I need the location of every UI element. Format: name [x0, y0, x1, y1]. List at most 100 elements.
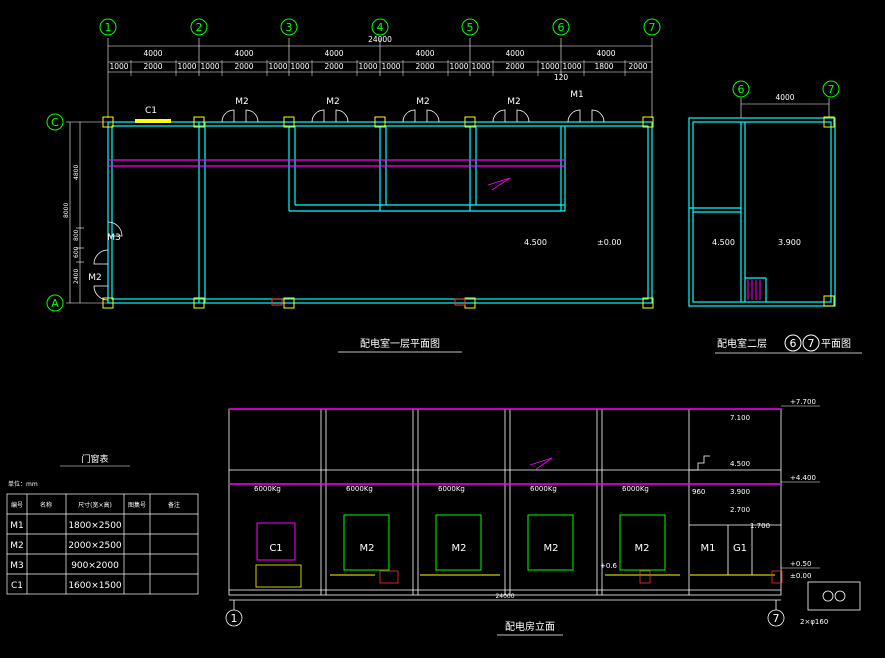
equipment-box [255, 564, 302, 588]
tag-c1: C1 [145, 106, 157, 116]
elev-axis-7: 7 [773, 612, 780, 625]
elev-e2: 7.100 [730, 414, 750, 422]
second-dim-lines [740, 98, 830, 118]
dim-left-total: 8000 [63, 203, 70, 218]
row-3-code: M3 [10, 561, 24, 571]
second-title-ax7: 7 [808, 337, 815, 350]
level-r1: 4.500 [712, 238, 735, 247]
elev-e4: +4.400 [790, 474, 816, 482]
dim-bay-5: 4000 [505, 49, 524, 58]
th-name: 名称 [40, 501, 52, 509]
elev-e7: 1.700 [750, 522, 770, 530]
dim-sub-2: 2000 [143, 62, 162, 71]
elev-m2-b: M2 [452, 543, 467, 554]
axis-7: 7 [649, 21, 656, 34]
table-unit: 单位：mm [8, 480, 38, 488]
elevation-axis-labels: 1 7 [231, 612, 780, 625]
cable-trench [108, 159, 565, 167]
elevation-frame [228, 408, 782, 601]
axis-1: 1 [105, 21, 112, 34]
elevation-mark [529, 457, 553, 471]
row-3-size: 900×2000 [71, 561, 119, 571]
ground-markers [379, 570, 783, 584]
elevation-roof [229, 408, 781, 485]
left-dimension-text: 4800 8000 800 600 2400 [63, 165, 80, 284]
level-r2: 3.900 [778, 238, 801, 247]
axis-3: 3 [286, 21, 293, 34]
elev-e3: 4.500 [730, 460, 750, 468]
second-title-post: 平面图 [821, 338, 851, 350]
row-4-code: C1 [11, 581, 23, 591]
dim-left-mid2: 600 [73, 246, 80, 258]
elev-axis-1: 1 [231, 612, 238, 625]
dim-left-mid1: 800 [73, 229, 80, 241]
plan-levels: 4.500 ±0.00 [524, 238, 622, 247]
second-axis-7: 7 [828, 83, 835, 96]
tag-m2-b: M2 [326, 97, 340, 107]
elev-e6: 2.700 [730, 506, 750, 514]
th-code: 编号 [11, 501, 23, 509]
second-axis-6: 6 [738, 83, 745, 96]
left-dimension [66, 121, 108, 304]
elevation: 1 7 24000 6000Kg 6000Kg 6000Kg 6000Kg 60… [225, 398, 861, 636]
axis-bubbles [46, 18, 661, 312]
dim-sub-1: 1000 [109, 62, 128, 71]
dim-sub-13: 1000 [471, 62, 490, 71]
first-floor-plan: 1 2 3 4 5 6 7 C A 24000 4000 4000 4000 4… [46, 18, 661, 353]
axis-5: 5 [467, 21, 474, 34]
elev-e11: +0.6 [600, 562, 618, 570]
second-columns [823, 116, 835, 307]
second-dim-bay: 4000 [775, 93, 794, 102]
elevation-axis-bubbles [225, 600, 785, 627]
dim-sub-16: 1000 [562, 62, 581, 71]
cable-pit [807, 581, 861, 611]
dim-bay-1: 4000 [143, 49, 162, 58]
dim-sub-3: 1000 [177, 62, 196, 71]
elevation-title: 配电房立面 [505, 620, 555, 633]
elev-m2-d: M2 [635, 543, 650, 554]
dim-bay-6: 4000 [596, 49, 615, 58]
dim-sub-15: 1000 [540, 62, 559, 71]
load-labels: 6000Kg 6000Kg 6000Kg 6000Kg 6000Kg [254, 485, 649, 493]
window-c1 [135, 119, 171, 123]
dim-bay-4: 4000 [415, 49, 434, 58]
dim-sub-11: 2000 [415, 62, 434, 71]
elev-c1: C1 [269, 543, 282, 554]
elev-m1: M1 [701, 543, 716, 554]
second-walls [688, 117, 836, 307]
dimension-lines [107, 38, 653, 118]
dim-sub-10: 1000 [381, 62, 400, 71]
second-axis-labels: 6 7 [738, 83, 835, 96]
elev-e8: +0.50 [790, 560, 811, 568]
second-title-ax6: 6 [790, 337, 797, 350]
dim-left-upper: 4800 [73, 165, 80, 180]
tag-m2-c: M2 [416, 97, 430, 107]
dim-sub-7: 1000 [290, 62, 309, 71]
elevation-total-dim: 24000 [495, 593, 514, 600]
axis-4: 4 [377, 21, 384, 34]
row-2-code: M2 [10, 541, 24, 551]
second-title-pre: 配电室二层 [717, 337, 767, 350]
dim-sub-5: 2000 [234, 62, 253, 71]
axis-labels: 1 2 3 4 5 6 7 C A [51, 21, 655, 310]
dim-sub-12: 1000 [449, 62, 468, 71]
kg-2: 6000Kg [346, 485, 373, 493]
second-title-bubble-6 [784, 334, 802, 352]
second-stair [747, 280, 761, 300]
dim-sub-6: 1000 [268, 62, 287, 71]
dim-small: 120 [554, 73, 569, 82]
tag-m1: M1 [570, 90, 584, 100]
row-1-code: M1 [10, 521, 24, 531]
stair-mark [487, 177, 511, 191]
level-l2: ±0.00 [597, 238, 622, 247]
table-title: 门窗表 [81, 453, 108, 465]
elevation-stair [690, 455, 710, 471]
first-floor-title: 配电室一层平面图 [360, 337, 440, 350]
axis-c: C [51, 116, 59, 129]
elev-m2-c: M2 [544, 543, 559, 554]
th-atlas: 图集号 [128, 501, 146, 509]
dimension-text: 24000 4000 4000 4000 4000 4000 4000 1000… [109, 35, 647, 82]
m1-g1-frame [689, 524, 781, 575]
door-schedule: 门窗表 单位：mm 编号 名称 尺寸(宽×高) 图集号 备注 M1 1800×2… [6, 453, 199, 595]
